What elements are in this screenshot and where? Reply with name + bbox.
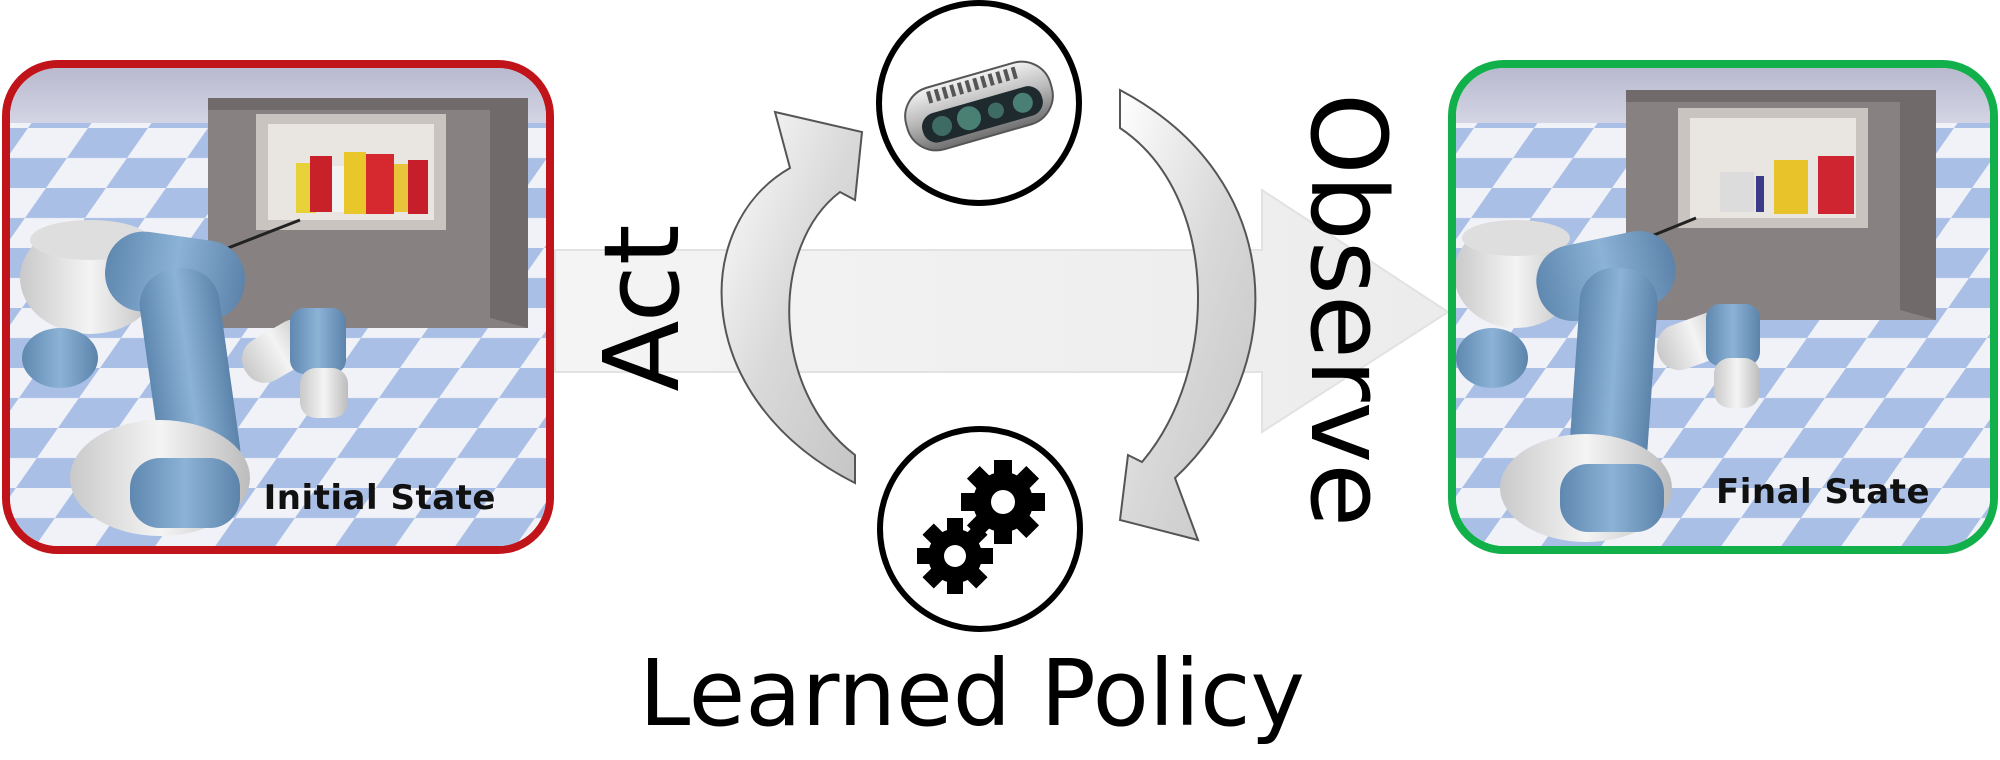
final-state-scene: [1456, 68, 1990, 546]
right-cycle-arrow: [1118, 88, 1257, 542]
final-state-panel: Final State: [1448, 60, 1998, 554]
final-state-label: Final State: [1715, 472, 1930, 512]
act-label: Act: [581, 224, 703, 392]
gears-icon: [917, 460, 1045, 594]
observe-label: Observe: [1287, 92, 1409, 528]
policy-node: [877, 426, 1083, 632]
learned-policy-label: Learned Policy: [638, 640, 1306, 747]
observation-node: [876, 0, 1082, 206]
initial-state-label: Initial State: [263, 478, 496, 518]
left-cycle-arrow: [720, 110, 864, 485]
initial-state-scene: [10, 68, 546, 546]
depth-camera-icon: [904, 60, 1054, 152]
initial-state-panel: Initial State: [2, 60, 554, 554]
